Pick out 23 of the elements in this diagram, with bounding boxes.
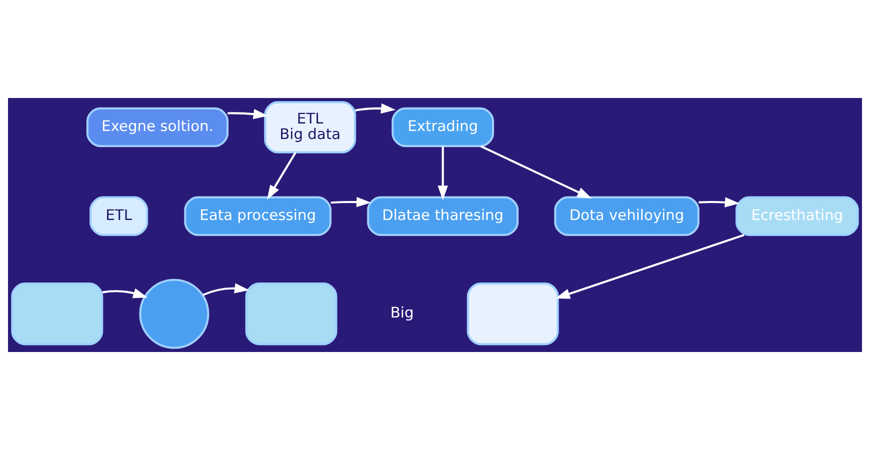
arrow [228,108,268,120]
node-box [466,282,559,346]
arrow [330,196,372,208]
label: Big [390,304,414,322]
node-box: Exegne soltion. [86,107,229,148]
node-box [245,282,338,346]
arrow [480,145,592,199]
node-box: Extrading [392,107,494,148]
node-box: Dlatae tharesing [367,196,519,236]
arrow [202,283,250,296]
arrow [555,234,744,299]
arrow [267,152,296,200]
node-box [11,282,104,346]
arrow [698,197,740,208]
arrow [102,288,148,298]
node-box: Dota vehiloying [554,196,700,236]
node-box: Eata processing [184,196,332,236]
arrow [438,146,448,200]
node-box: ETL [90,196,148,236]
node-box: Ecresthating [736,196,859,236]
arrow [355,103,396,114]
node-circle [139,278,210,349]
node-box: ETL Big data [264,101,356,154]
